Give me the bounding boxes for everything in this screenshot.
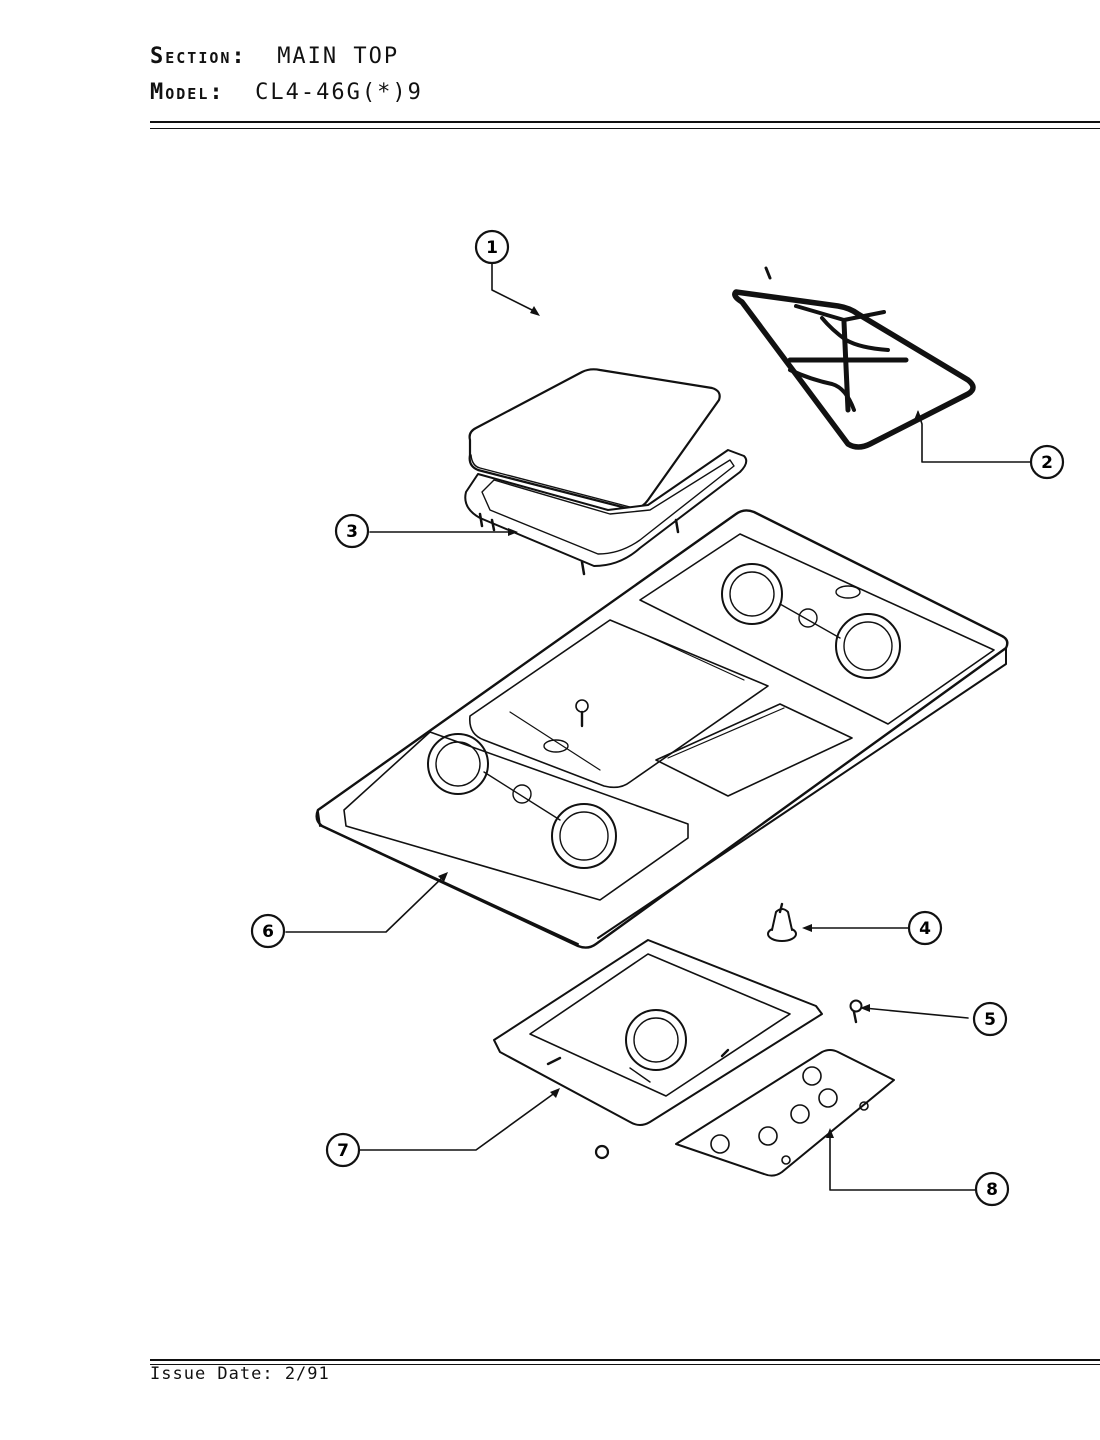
griddle-frame-part xyxy=(464,449,748,576)
section-value: MAIN TOP xyxy=(277,44,400,69)
header-rule-thin xyxy=(150,128,1100,129)
screw-part xyxy=(849,999,863,1024)
callout-3-label: 3 xyxy=(346,522,358,542)
callout-6-label: 6 xyxy=(262,922,274,942)
burner-grate-part xyxy=(732,266,976,450)
callout-8-label: 8 xyxy=(986,1180,998,1200)
control-knob-part xyxy=(767,902,797,942)
leader-arrowheads xyxy=(438,306,922,1138)
callout-5-label: 5 xyxy=(984,1010,996,1030)
callout-7-label: 7 xyxy=(337,1141,349,1161)
model-label: Model: xyxy=(150,80,225,105)
nut-part xyxy=(594,1144,610,1160)
callout-2[interactable]: 2 xyxy=(1029,444,1065,480)
burner-box-part xyxy=(493,939,823,1126)
callout-3[interactable]: 3 xyxy=(334,513,370,549)
callout-4-label: 4 xyxy=(919,919,931,939)
callout-1[interactable]: 1 xyxy=(474,229,510,265)
model-value: CL4-46G(*)9 xyxy=(255,80,423,105)
section-heading: Section: MAIN TOP xyxy=(150,44,399,69)
callout-5[interactable]: 5 xyxy=(972,1001,1008,1037)
callout-2-label: 2 xyxy=(1041,453,1053,473)
callout-8[interactable]: 8 xyxy=(974,1171,1010,1207)
footer-rule xyxy=(150,1359,1100,1361)
issue-date: Issue Date: 2/91 xyxy=(150,1364,330,1384)
callout-4[interactable]: 4 xyxy=(907,910,943,946)
section-label: Section: xyxy=(150,44,247,69)
model-heading: Model: CL4-46G(*)9 xyxy=(150,80,423,105)
main-top-part xyxy=(315,509,1009,949)
header-rule xyxy=(150,121,1100,123)
burner-plate-part xyxy=(675,1049,895,1177)
footer-rule-thin xyxy=(150,1364,1100,1365)
callout-1-label: 1 xyxy=(486,238,498,258)
callout-6[interactable]: 6 xyxy=(250,913,286,949)
griddle-cover-part xyxy=(468,368,721,511)
callout-7[interactable]: 7 xyxy=(325,1132,361,1168)
